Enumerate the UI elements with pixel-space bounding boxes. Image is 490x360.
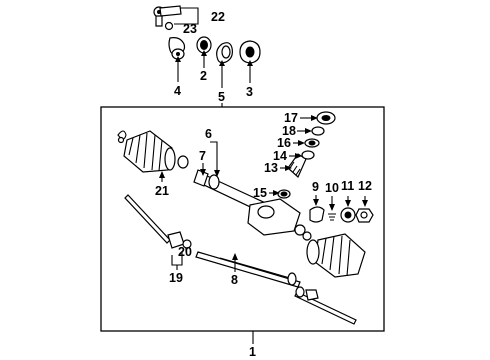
- callout-7: 7: [199, 149, 206, 163]
- callout-20: 20: [178, 245, 192, 259]
- callout-1: 1: [249, 345, 256, 359]
- tie-rod-end-part: [153, 5, 182, 31]
- callout-17: 17: [284, 111, 298, 125]
- callout-9: 9: [312, 180, 319, 194]
- callout-16: 16: [277, 136, 291, 150]
- callout-23: 23: [183, 22, 197, 36]
- callout-15: 15: [253, 186, 267, 200]
- bellows-boot-right: [306, 233, 366, 278]
- callout-4: 4: [174, 84, 181, 98]
- callout-21: 21: [155, 184, 169, 198]
- boot-clamp-left: [117, 130, 127, 144]
- bushing-2: [196, 36, 212, 54]
- bellows-boot-21: [123, 130, 189, 173]
- callout-6: 6: [205, 127, 212, 141]
- bushing-bracket-4: [168, 37, 186, 60]
- right-tie-rod: [294, 286, 357, 325]
- callout-5: 5: [218, 90, 225, 104]
- callout-8: 8: [231, 273, 238, 287]
- small-part-12: [355, 208, 374, 223]
- callout-12: 12: [358, 179, 372, 193]
- small-part-11: [340, 207, 356, 223]
- callout-11: 11: [341, 179, 354, 193]
- callout-2: 2: [200, 69, 207, 83]
- callout-14: 14: [273, 149, 287, 163]
- bushing-3: [239, 40, 261, 64]
- callout-19: 19: [169, 271, 183, 285]
- bracket-5: [216, 42, 233, 64]
- assembly-frame: [100, 106, 385, 332]
- callout-22: 22: [211, 10, 225, 24]
- callout-13: 13: [264, 161, 278, 175]
- steering-rack: [195, 251, 301, 288]
- left-tie-rod: [124, 194, 192, 249]
- callout-18: 18: [282, 124, 296, 138]
- small-part-9: [309, 206, 325, 223]
- small-part-10: [328, 213, 336, 221]
- callout-10: 10: [325, 181, 339, 195]
- pinion-assembly: [277, 111, 336, 199]
- rack-housing: [193, 169, 312, 241]
- callout-3: 3: [246, 85, 253, 99]
